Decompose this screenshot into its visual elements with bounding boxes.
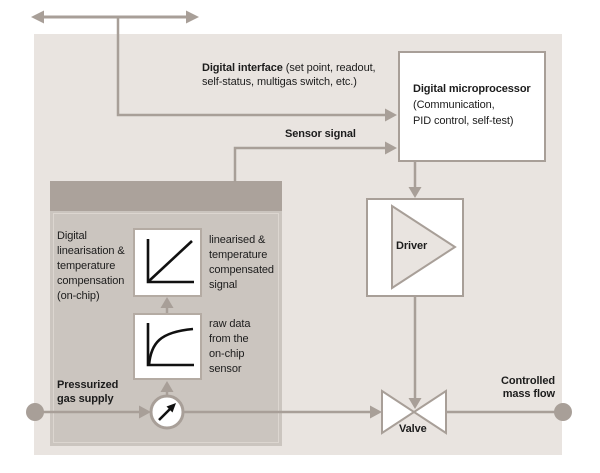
chip-header-band [50, 181, 282, 211]
linearised-graph-box [133, 228, 202, 297]
sensor-signal-label: Sensor signal [285, 128, 356, 140]
raw-data-graph-box [133, 313, 202, 380]
raw-label-line: raw data [209, 318, 251, 330]
microprocessor-sub1: (Communication, [413, 99, 495, 111]
digital-interface-line2: self-status, multigas switch, etc.) [202, 76, 357, 88]
linearised-signal-label: linearised & temperature compensated sig… [209, 233, 274, 293]
microprocessor-title: Digital microprocessor [413, 83, 531, 95]
digital-interface-label: Digital interface (set point, readout, s… [202, 61, 412, 89]
chip-label-line: Digital [57, 230, 87, 242]
double-arrow-icon [31, 10, 199, 24]
digital-interface-bold: Digital interface [202, 62, 283, 74]
controlled-flow-label: Controlled mass flow [497, 375, 555, 401]
chip-label-line: (on-chip) [57, 290, 100, 302]
driver-box: Driver [366, 198, 464, 297]
pressurized-gas-label: Pressurized gas supply [57, 378, 118, 406]
raw-label-line: on-chip [209, 348, 245, 360]
chip-label-line: linearisation & [57, 245, 125, 257]
driver-amplifier-icon [391, 204, 457, 290]
linearised-label-line: compensated [209, 264, 274, 276]
digital-interface-rest: (set point, readout, [282, 62, 376, 74]
raw-label-line: from the [209, 333, 249, 345]
chip-function-label: Digital linearisation & temperature comp… [57, 229, 125, 304]
controlled-label-line: Controlled [501, 375, 555, 387]
raw-label-line: sensor [209, 363, 242, 375]
pressurized-label-line: gas supply [57, 393, 114, 405]
chip-label-line: compensation [57, 275, 125, 287]
saturation-curve-icon [146, 323, 194, 367]
linearised-label-line: temperature [209, 249, 268, 261]
raw-data-label: raw data from the on-chip sensor [209, 317, 250, 377]
driver-label: Driver [396, 240, 428, 252]
valve-label: Valve [399, 423, 427, 435]
chip-label-line: temperature [57, 260, 116, 272]
controlled-label-line: mass flow [502, 388, 555, 400]
linear-curve-icon [146, 239, 194, 284]
microprocessor-box: Digital microprocessor (Communication, P… [398, 51, 546, 162]
microprocessor-sub2: PID control, self-test) [413, 115, 514, 127]
pressurized-label-line: Pressurized [57, 379, 119, 391]
linearised-label-line: linearised & [209, 234, 266, 246]
linearised-label-line: signal [209, 279, 238, 291]
chip-inset-border [53, 213, 279, 443]
